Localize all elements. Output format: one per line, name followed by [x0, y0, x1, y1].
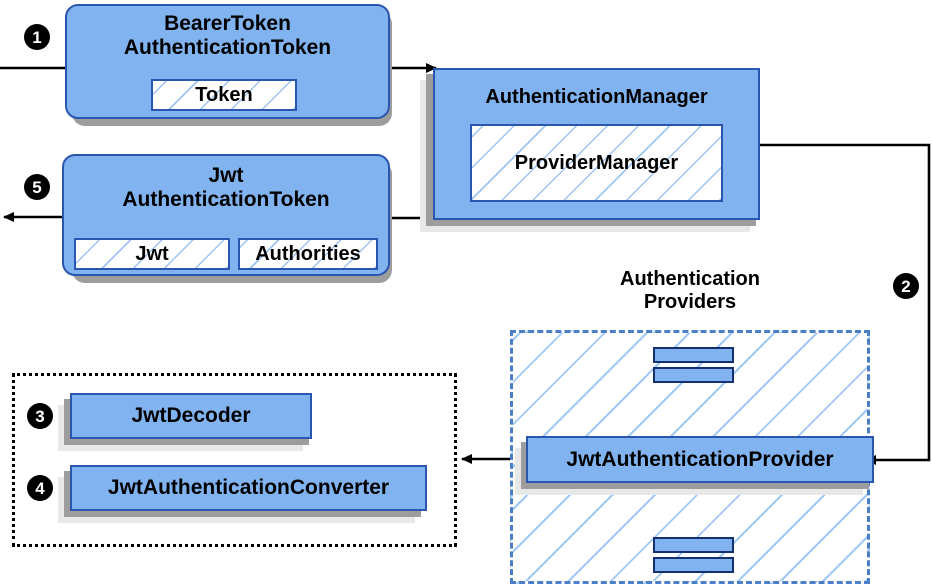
authentication-providers-label: Authentication Providers	[560, 268, 820, 314]
jwt-authentication-provider-box[interactable]: JwtAuthenticationProvider	[526, 436, 874, 483]
step-marker-3: 3	[27, 403, 53, 429]
step-marker-4-number: 4	[35, 478, 45, 498]
jwt-token-title-line2: AuthenticationToken	[122, 187, 330, 211]
jwt-authentication-converter-box[interactable]: JwtAuthenticationConverter	[70, 465, 427, 511]
jwt-authentication-converter-label: JwtAuthenticationConverter	[107, 476, 390, 500]
jwt-label: Jwt	[135, 242, 169, 265]
authentication-providers-label-line2: Providers	[643, 291, 737, 313]
token-label: Token	[195, 83, 253, 106]
jwt-token-title-line1: Jwt	[208, 164, 244, 187]
provider-manager-box: ProviderManager	[470, 124, 723, 202]
authentication-providers-label-line1: Authentication	[620, 268, 760, 290]
authorities-label: Authorities	[255, 242, 361, 265]
jwt-decoder-box[interactable]: JwtDecoder	[70, 393, 312, 439]
provider-placeholder-bar-1	[653, 347, 734, 363]
authorities-box: Authorities	[238, 238, 378, 270]
provider-manager-label: ProviderManager	[514, 151, 679, 174]
provider-placeholder-bar-2	[653, 367, 734, 383]
provider-placeholder-bar-3	[653, 537, 734, 553]
step-marker-1: 1	[24, 24, 50, 50]
bearer-token-title-line2: AuthenticationToken	[123, 35, 332, 59]
jwt-support-region	[12, 373, 457, 547]
jwt-decoder-label: JwtDecoder	[131, 404, 251, 428]
step-marker-4: 4	[27, 475, 53, 501]
step-marker-5-number: 5	[32, 177, 42, 197]
jwt-box: Jwt	[74, 238, 230, 270]
authentication-manager-title: AuthenticationManager	[485, 86, 708, 108]
bearer-token-title-line1: BearerToken	[164, 12, 291, 35]
step-marker-5: 5	[24, 174, 50, 200]
step-marker-3-number: 3	[35, 406, 45, 426]
step-marker-1-number: 1	[32, 27, 42, 47]
step-marker-2-number: 2	[901, 276, 911, 296]
provider-placeholder-bar-4	[653, 557, 734, 573]
step-marker-2: 2	[893, 273, 919, 299]
jwt-authentication-provider-label: JwtAuthenticationProvider	[566, 447, 834, 471]
token-box: Token	[151, 79, 297, 111]
